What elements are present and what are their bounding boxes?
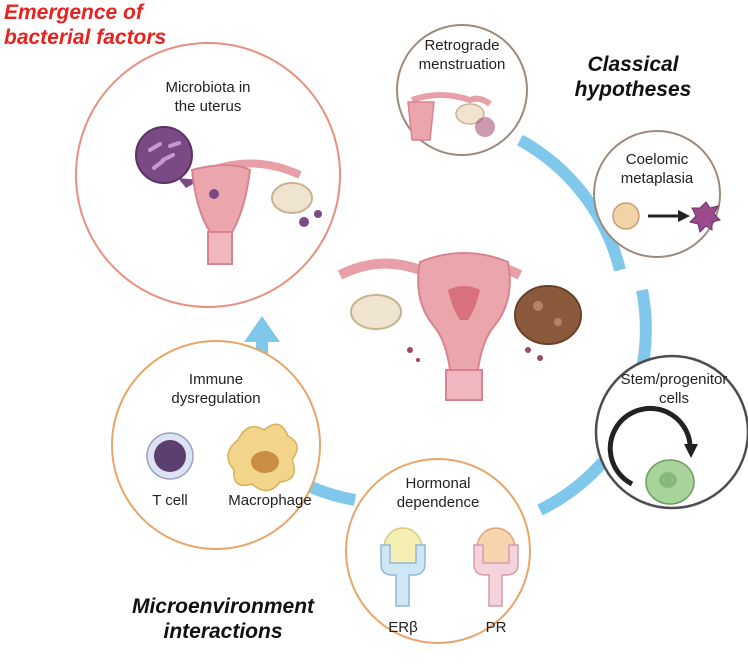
circular-arrow-icon — [684, 444, 698, 458]
stem-node — [594, 354, 748, 510]
arrow-up-icon — [244, 316, 280, 342]
er-beta-label: ERβ — [388, 619, 418, 636]
microbiota-node — [75, 42, 341, 308]
coelomic-node — [593, 130, 721, 258]
hormonal-node — [345, 458, 531, 644]
immune-node — [111, 340, 321, 550]
t-cell-label: T cell — [152, 492, 188, 509]
microbiota-label: Microbiota in the uterus — [165, 79, 251, 115]
stem-progenitor-label: Stem/progenitor cells — [620, 371, 728, 407]
arrow-right-icon — [678, 210, 690, 222]
retrograde-node — [396, 24, 528, 156]
pr-label: PR — [485, 619, 507, 636]
coelomic-label: Coelomic metaplasia — [620, 151, 694, 187]
macrophage-label: Macrophage — [228, 492, 312, 509]
retrograde-label: Retrograde menstruation — [418, 37, 506, 73]
bacterial-factors-heading: Emergence of bacterial factors — [4, 1, 167, 49]
immune-label: Immune dysregulation — [171, 371, 261, 407]
connecting-ring — [244, 134, 652, 516]
hormonal-label: Hormonal dependence — [396, 475, 480, 511]
classical-hypotheses-heading: Classical hypotheses — [574, 53, 692, 101]
microenvironment-heading: Microenvironment interactions — [131, 595, 315, 643]
central-uterus-illustration — [337, 252, 582, 401]
